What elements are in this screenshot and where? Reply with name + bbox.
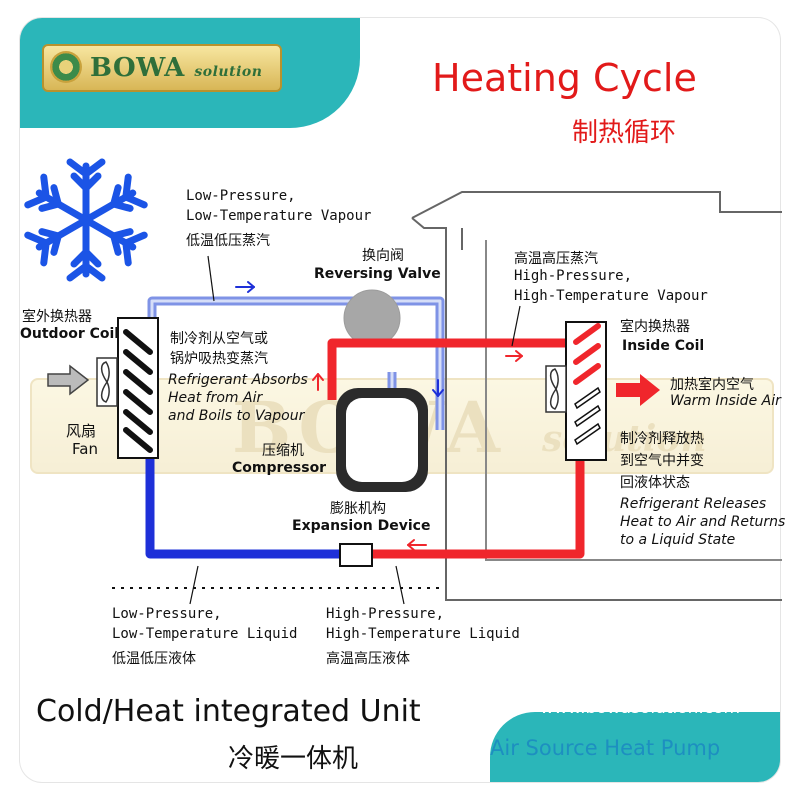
leader-lines — [189, 255, 521, 605]
high-pressure-vapour-label-2: High-Temperature Vapour — [514, 288, 708, 304]
inside-coil-label: Inside Coil — [622, 338, 705, 354]
bottom-right-accent-band — [490, 712, 780, 782]
compressor-label: Compressor — [232, 460, 327, 476]
low-pressure-vapour-label-2: Low-Temperature Vapour — [186, 208, 372, 224]
absorb-label-cn-2: 锅炉吸热变蒸汽 — [170, 351, 268, 367]
warm-air-arrow-icon — [616, 374, 660, 406]
absorb-label-2: Heat from Air — [168, 390, 263, 406]
website-url[interactable]: www.bowasolution.com — [540, 698, 741, 718]
inside-coil-label-cn: 室内换热器 — [620, 319, 690, 335]
high-pressure-vapour-label-cn: 高温高压蒸汽 — [514, 251, 598, 267]
flow-direction-arrows — [235, 281, 523, 551]
release-label-cn-2: 到空气中并变 — [620, 453, 704, 469]
unit-title-cn: 冷暖一体机 — [228, 744, 359, 774]
expansion-device-label: Expansion Device — [292, 518, 431, 534]
airflow-in-arrow-icon — [47, 364, 90, 396]
logo-name: BOWA — [90, 53, 185, 83]
release-label-cn-3: 回液体状态 — [620, 475, 690, 491]
reversing-valve — [343, 289, 401, 347]
low-pressure-liquid-label-cn: 低温低压液体 — [112, 651, 196, 667]
warm-air-label: Warm Inside Air — [670, 393, 781, 409]
absorb-label-1: Refrigerant Absorbs — [168, 372, 308, 388]
logo-emblem-icon — [50, 51, 82, 83]
product-name: Air Source Heat Pump — [490, 736, 721, 760]
release-label-3: to a Liquid State — [620, 532, 736, 548]
outdoor-coil — [117, 317, 159, 459]
brand-logo: BOWA solution — [42, 44, 282, 92]
release-label-cn-1: 制冷剂释放热 — [620, 431, 704, 447]
absorb-label-cn-1: 制冷剂从空气或 — [170, 331, 268, 347]
liquid-lines — [145, 455, 585, 559]
high-pressure-vapour-line — [327, 338, 580, 400]
low-pressure-vapour-label-cn: 低温低压蒸汽 — [186, 233, 270, 249]
inside-coil — [565, 321, 607, 461]
release-label-1: Refrigerant Releases — [620, 496, 767, 512]
reversing-valve-label: Reversing Valve — [314, 266, 441, 282]
logo-suffix: solution — [194, 64, 263, 80]
logo-text: BOWA solution — [90, 53, 262, 83]
high-pressure-liquid-label-1: High-Pressure, — [326, 606, 445, 622]
expansion-device-label-cn: 膨胀机构 — [330, 501, 386, 517]
outdoor-coil-label-cn: 室外换热器 — [22, 309, 92, 325]
high-pressure-liquid-label-2: High-Temperature Liquid — [326, 626, 520, 642]
low-pressure-liquid-label-2: Low-Temperature Liquid — [112, 626, 298, 642]
fan-label: Fan — [72, 440, 98, 458]
release-label-2: Heat to Air and Returns — [620, 514, 786, 530]
fan-label-cn: 风扇 — [66, 422, 97, 440]
outdoor-fan-icon — [96, 357, 118, 407]
low-pressure-vapour-label-1: Low-Pressure, — [186, 188, 296, 204]
warm-air-label-cn: 加热室内空气 — [670, 377, 754, 393]
compressor-label-cn: 压缩机 — [262, 443, 304, 459]
snowflake-icon — [28, 158, 144, 278]
high-pressure-liquid-label-cn: 高温高压液体 — [326, 651, 410, 667]
low-pressure-liquid-label-1: Low-Pressure, — [112, 606, 222, 622]
reversing-valve-label-cn: 换向阀 — [362, 248, 404, 264]
inside-fan-icon — [545, 365, 567, 413]
absorb-label-3: and Boils to Vapour — [168, 408, 305, 424]
expansion-device — [339, 543, 373, 567]
compressor — [336, 388, 428, 492]
diagram-title-cn: 制热循环 — [572, 118, 677, 148]
outdoor-coil-label: Outdoor Coil — [20, 326, 120, 342]
high-pressure-vapour-label-1: High-Pressure, — [514, 268, 633, 284]
unit-title: Cold/Heat integrated Unit — [36, 694, 421, 729]
diagram-title: Heating Cycle — [432, 56, 697, 100]
